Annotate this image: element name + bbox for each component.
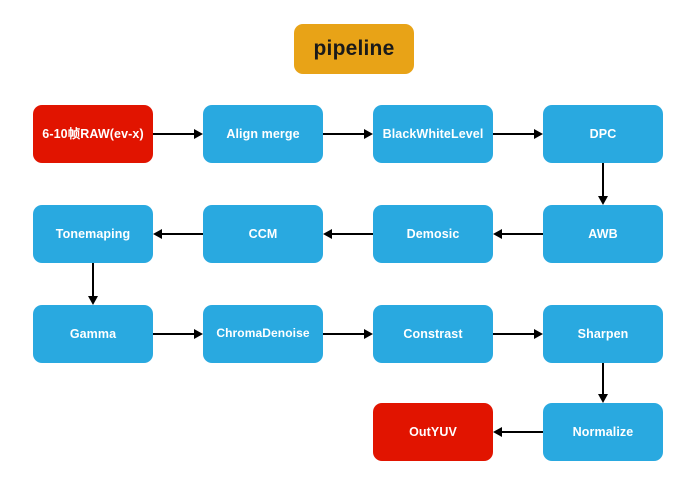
node-input-raw[interactable]: 6-10帧RAW(ev-x): [33, 105, 153, 163]
node-tonemaping-label: Tonemaping: [55, 226, 131, 241]
edge-input-to-align-merge: [153, 133, 194, 135]
arrowhead-ccm-to-tonemaping: [153, 229, 162, 239]
node-tonemaping[interactable]: Tonemaping: [33, 205, 153, 263]
node-outyuv[interactable]: OutYUV: [373, 403, 493, 461]
node-gamma-label: Gamma: [69, 326, 117, 341]
node-ccm[interactable]: CCM: [203, 205, 323, 263]
edge-constrast-to-sharpen: [493, 333, 534, 335]
node-chromadenoise[interactable]: ChromaDenoise: [203, 305, 323, 363]
edge-ccm-to-tonemaping: [162, 233, 203, 235]
node-sharpen-label: Sharpen: [577, 326, 629, 341]
arrowhead-chromadenoise-to-constrast: [364, 329, 373, 339]
arrowhead-constrast-to-sharpen: [534, 329, 543, 339]
node-blackwhitelevel[interactable]: BlackWhiteLevel: [373, 105, 493, 163]
node-dpc-label: DPC: [589, 126, 617, 141]
diagram-title-label: pipeline: [313, 36, 395, 60]
edge-demosic-to-ccm: [332, 233, 373, 235]
edge-align-merge-to-blackwhitelevel: [323, 133, 364, 135]
node-gamma[interactable]: Gamma: [33, 305, 153, 363]
node-align-merge[interactable]: Align merge: [203, 105, 323, 163]
arrowhead-tonemaping-to-gamma: [88, 296, 98, 305]
node-input-raw-label: 6-10帧RAW(ev-x): [42, 126, 144, 141]
diagram-title-node: pipeline: [294, 24, 414, 74]
node-ccm-label: CCM: [248, 226, 278, 241]
node-normalize[interactable]: Normalize: [543, 403, 663, 461]
node-normalize-label: Normalize: [572, 424, 634, 439]
node-constrast[interactable]: Constrast: [373, 305, 493, 363]
node-awb[interactable]: AWB: [543, 205, 663, 263]
arrowhead-gamma-to-chromadenoise: [194, 329, 203, 339]
node-constrast-label: Constrast: [403, 326, 463, 341]
node-outyuv-label: OutYUV: [409, 424, 457, 439]
arrowhead-awb-to-demosic: [493, 229, 502, 239]
node-align-merge-label: Align merge: [226, 126, 300, 141]
node-demosic-label: Demosic: [406, 226, 460, 241]
arrowhead-demosic-to-ccm: [323, 229, 332, 239]
node-awb-label: AWB: [588, 226, 618, 241]
arrowhead-input-to-align-merge: [194, 129, 203, 139]
node-chromadenoise-label: ChromaDenoise: [216, 326, 310, 341]
arrowhead-sharpen-to-normalize: [598, 394, 608, 403]
edge-dpc-to-awb: [602, 163, 604, 196]
arrowhead-blackwhitelevel-to-dpc: [534, 129, 543, 139]
edge-sharpen-to-normalize: [602, 363, 604, 394]
arrowhead-align-merge-to-blackwhitelevel: [364, 129, 373, 139]
edge-blackwhitelevel-to-dpc: [493, 133, 534, 135]
node-dpc[interactable]: DPC: [543, 105, 663, 163]
node-sharpen[interactable]: Sharpen: [543, 305, 663, 363]
edge-awb-to-demosic: [502, 233, 543, 235]
node-blackwhitelevel-label: BlackWhiteLevel: [382, 126, 484, 141]
arrowhead-normalize-to-outyuv: [493, 427, 502, 437]
node-demosic[interactable]: Demosic: [373, 205, 493, 263]
edge-gamma-to-chromadenoise: [153, 333, 194, 335]
arrowhead-dpc-to-awb: [598, 196, 608, 205]
edge-normalize-to-outyuv: [502, 431, 543, 433]
edge-chromadenoise-to-constrast: [323, 333, 364, 335]
edge-tonemaping-to-gamma: [92, 263, 94, 296]
